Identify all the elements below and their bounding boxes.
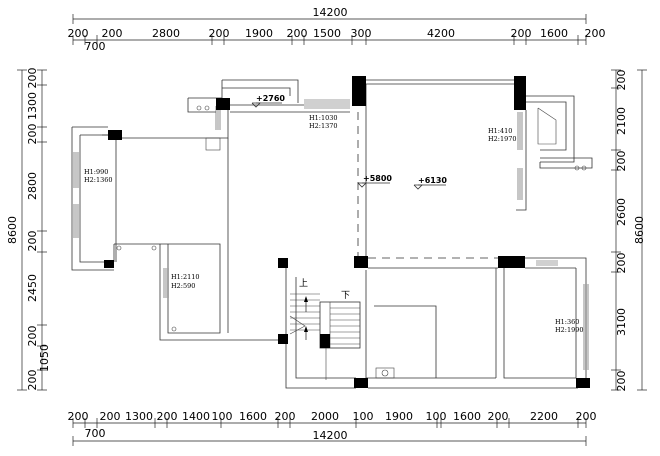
columns bbox=[104, 76, 590, 388]
dim-top-4: 200 bbox=[209, 27, 230, 40]
dim-right-2: 2100 bbox=[615, 107, 628, 135]
note-w1-h2: H2:1360 bbox=[84, 176, 113, 184]
dim-bot-small: 700 bbox=[85, 427, 106, 440]
dim-bot-7: 1600 bbox=[239, 410, 267, 423]
note-w2-h2: H2:1370 bbox=[309, 122, 338, 130]
top-dimensions: 14200 200 200 2800 200 1900 200 1500 300… bbox=[68, 6, 606, 53]
dim-bot-2: 200 bbox=[100, 410, 121, 423]
dim-top-2: 200 bbox=[102, 27, 123, 40]
dim-bot-12: 100 bbox=[426, 410, 447, 423]
dim-left-7: 200 bbox=[26, 326, 39, 347]
stair-up-label: 上 bbox=[299, 278, 308, 289]
dim-top-5: 1900 bbox=[245, 27, 273, 40]
dim-left-5: 200 bbox=[26, 231, 39, 252]
dim-bot-5: 1400 bbox=[182, 410, 210, 423]
dim-bot-8: 200 bbox=[275, 410, 296, 423]
dim-bot-14: 200 bbox=[488, 410, 509, 423]
dim-bot-15: 2200 bbox=[530, 410, 558, 423]
dim-left-2: 1300 bbox=[26, 92, 39, 120]
dim-top-7: 1500 bbox=[313, 27, 341, 40]
note-w3-h2: H2:1970 bbox=[488, 135, 517, 143]
stair-down-label: 下 bbox=[341, 291, 350, 301]
note-w3-h1: H1:410 bbox=[488, 127, 512, 135]
dim-bot-10: 100 bbox=[353, 410, 374, 423]
dim-left-3: 200 bbox=[26, 124, 39, 145]
dim-bot-6: 100 bbox=[212, 410, 233, 423]
dim-left-6: 2450 bbox=[26, 274, 39, 302]
window-notes: H1:990 H2:1360 H1:1030 H2:1370 H1:410 H2… bbox=[84, 114, 584, 334]
dim-top-9: 4200 bbox=[427, 27, 455, 40]
dim-top-1: 200 bbox=[68, 27, 89, 40]
bottom-dimensions: 200 200 1300 200 1400 100 1600 200 2000 … bbox=[68, 410, 597, 446]
dim-bot-16: 200 bbox=[576, 410, 597, 423]
window-top bbox=[304, 99, 350, 109]
dim-bot-13: 1600 bbox=[453, 410, 481, 423]
note-w4-h1: H1:2110 bbox=[171, 273, 200, 281]
dim-right-7: 200 bbox=[615, 371, 628, 392]
dim-top-10: 200 bbox=[511, 27, 532, 40]
note-w1-h1: H1:990 bbox=[84, 168, 108, 176]
level-mark-1: +2760 bbox=[256, 94, 285, 103]
dim-bot-1: 200 bbox=[68, 410, 89, 423]
dim-right-1: 200 bbox=[615, 70, 628, 91]
level-marks: +2760 +5800 +6130 bbox=[251, 94, 447, 190]
dim-bot-9: 2000 bbox=[311, 410, 339, 423]
dim-left-9: 200 bbox=[26, 370, 39, 391]
left-dimensions: 8600 200 1300 200 2800 200 2450 200 1050… bbox=[6, 68, 51, 391]
level-mark-3: +6130 bbox=[418, 176, 447, 185]
dim-left-8: 1050 bbox=[38, 344, 51, 372]
level-mark-2: +5800 bbox=[363, 174, 392, 183]
dim-right-4: 2600 bbox=[615, 198, 628, 226]
dim-top-12: 200 bbox=[585, 27, 606, 40]
dim-right-3: 200 bbox=[615, 151, 628, 172]
window-right-lower bbox=[583, 284, 589, 370]
dim-top-11: 1600 bbox=[540, 27, 568, 40]
dim-right-5: 200 bbox=[615, 253, 628, 274]
note-w5-h1: H1:360 bbox=[555, 318, 579, 326]
right-dimensions: 200 2100 200 2600 200 3100 200 8600 bbox=[611, 70, 647, 392]
dim-bot-4: 200 bbox=[157, 410, 178, 423]
staircase: 上 下 bbox=[289, 278, 361, 380]
dim-right-6: 3100 bbox=[615, 308, 628, 336]
note-w2-h1: H1:1030 bbox=[309, 114, 338, 122]
dim-left-4: 2800 bbox=[26, 172, 39, 200]
dim-bot-11: 1900 bbox=[385, 410, 413, 423]
dim-left-1: 200 bbox=[26, 68, 39, 89]
dim-top-3: 2800 bbox=[152, 27, 180, 40]
window-left-upper bbox=[73, 152, 79, 238]
total-width-bottom: 14200 bbox=[313, 429, 348, 442]
window-right-upper bbox=[517, 112, 523, 200]
dim-top-8: 300 bbox=[351, 27, 372, 40]
total-height-left: 8600 bbox=[6, 216, 19, 244]
dim-top-small: 700 bbox=[85, 40, 106, 53]
window-left-lower bbox=[163, 268, 169, 298]
note-w4-h2: H2:590 bbox=[171, 282, 195, 290]
windows bbox=[73, 99, 589, 370]
dim-bot-3: 1300 bbox=[125, 410, 153, 423]
dim-top-6: 200 bbox=[287, 27, 308, 40]
note-w5-h2: H2:1990 bbox=[555, 326, 584, 334]
total-height-right: 8600 bbox=[633, 216, 646, 244]
total-width-top: 14200 bbox=[313, 6, 348, 19]
